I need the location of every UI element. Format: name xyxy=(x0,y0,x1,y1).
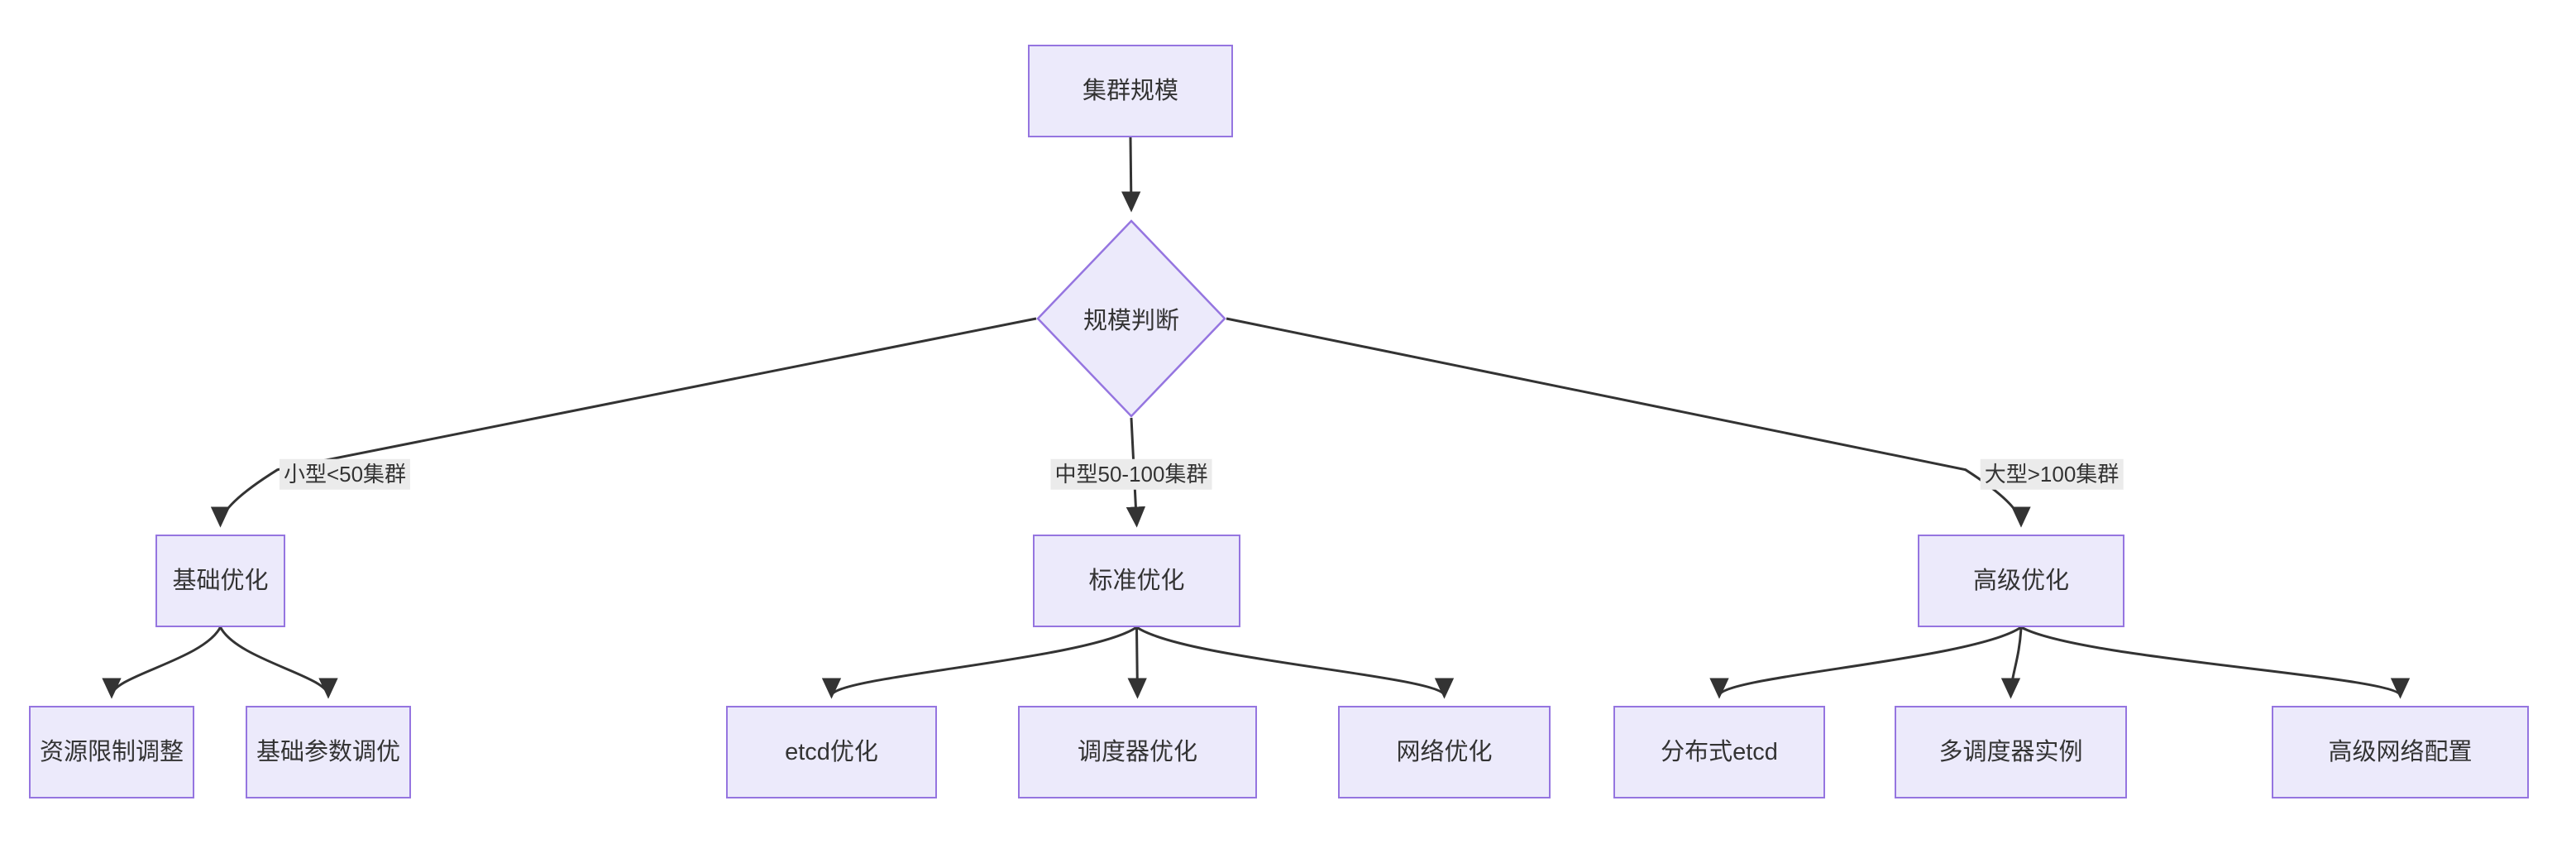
process-node-leaf7[interactable]: 多调度器实例 xyxy=(1895,706,2127,798)
process-node-leaf2[interactable]: 基础参数调优 xyxy=(246,706,411,798)
edge-large-to-leaf7 xyxy=(2000,626,2023,699)
edge-medium-to-leaf5 xyxy=(1135,626,1454,699)
node-label-small: 基础优化 xyxy=(172,567,269,594)
edge-label-decision-to-medium: 中型50-100集群 xyxy=(1050,458,1212,490)
edge-medium-to-leaf3 xyxy=(822,626,1138,699)
node-label-leaf7: 多调度器实例 xyxy=(1938,738,2083,765)
edge-root-to-decision xyxy=(1121,137,1141,213)
node-label-medium: 标准优化 xyxy=(1088,567,1185,594)
diamond-shape xyxy=(1036,219,1226,418)
edge-small-to-leaf2 xyxy=(219,626,338,699)
node-label-leaf6: 分布式etcd xyxy=(1661,738,1778,765)
edge-decision-to-small xyxy=(210,317,1037,528)
edge-decision-to-large xyxy=(1226,317,2031,528)
process-node-leaf5[interactable]: 网络优化 xyxy=(1338,706,1551,798)
node-label-leaf4: 调度器优化 xyxy=(1077,738,1197,765)
edge-label-decision-to-large: 大型>100集群 xyxy=(1980,458,2124,490)
process-node-leaf4[interactable]: 调度器优化 xyxy=(1018,706,1257,798)
process-node-medium[interactable]: 标准优化 xyxy=(1033,535,1240,627)
node-label-large: 高级优化 xyxy=(1972,567,2069,594)
node-label-root: 集群规模 xyxy=(1082,77,1178,104)
process-node-leaf8[interactable]: 高级网络配置 xyxy=(2272,706,2529,798)
process-node-leaf3[interactable]: etcd优化 xyxy=(726,706,937,798)
edge-label-decision-to-small: 小型<50集群 xyxy=(279,458,411,490)
node-label-leaf2: 基础参数调优 xyxy=(256,738,400,765)
process-node-small[interactable]: 基础优化 xyxy=(155,535,285,627)
process-node-leaf6[interactable]: 分布式etcd xyxy=(1613,706,1825,798)
edge-small-to-leaf1 xyxy=(102,626,222,699)
node-label-decision: 规模判断 xyxy=(1082,308,1179,334)
process-node-root[interactable]: 集群规模 xyxy=(1028,45,1233,137)
node-label-leaf8: 高级网络配置 xyxy=(2328,738,2473,765)
node-label-leaf3: etcd优化 xyxy=(785,738,878,765)
edge-large-to-leaf8 xyxy=(2020,626,2410,699)
edge-large-to-leaf6 xyxy=(1709,626,2022,699)
node-label-leaf5: 网络优化 xyxy=(1396,738,1493,765)
decision-node-decision[interactable]: 规模判断 xyxy=(1036,219,1226,418)
node-label-leaf1: 资源限制调整 xyxy=(39,738,184,765)
process-node-large[interactable]: 高级优化 xyxy=(1918,535,2124,627)
edge-medium-to-leaf4 xyxy=(1127,626,1147,699)
process-node-leaf1[interactable]: 资源限制调整 xyxy=(29,706,194,798)
